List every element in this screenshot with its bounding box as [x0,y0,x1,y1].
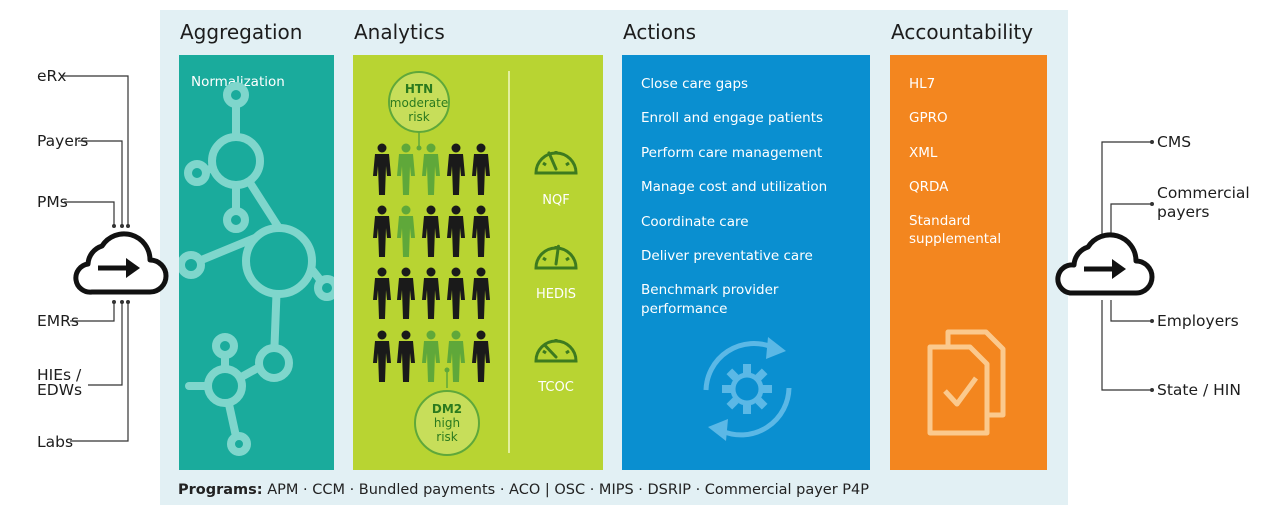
accountability-column: HL7 GPRO XML QRDA Standard supplemental [890,55,1047,470]
person-icon [472,267,490,319]
analytics-title: Analytics [354,20,445,44]
person-icon [472,205,490,257]
person-icon [373,205,391,257]
dm2-line2: risk [436,430,458,444]
normalization-label: Normalization [191,74,285,90]
network-nodes-icon [179,82,334,456]
gauge-icon [534,244,578,270]
source-erx: eRx [37,67,67,85]
gear-tooth [726,368,739,381]
gear-tooth [755,397,768,410]
action-item: Close care gaps [641,76,749,92]
person-icon [447,267,465,319]
source-labs: Labs [37,433,74,451]
action-item: Coordinate care [641,214,749,230]
gauge-icon [534,151,578,175]
person-icon [397,143,415,195]
source-emrs: EMRs [37,312,80,330]
person-icon [447,205,465,257]
person-icon [422,330,440,382]
gear-tooth [763,385,772,393]
source-payers: Payers [37,132,89,150]
htn-line1: moderate [389,96,449,110]
destination-state-hin: State / HIN [1157,381,1241,399]
action-item: performance [641,301,728,317]
destination-commercial: Commercial [1157,184,1250,202]
action-item: Benchmark provider [641,282,779,298]
action-item: Enroll and engage patients [641,110,824,126]
person-icon [373,330,391,382]
cloud-arrow-icon [73,231,169,295]
actions-title: Actions [623,20,697,44]
programs-list: APM · CCM · Bundled payments · ACO | OSC… [262,482,869,498]
source-hies-edws: HIEs / EDWs [37,367,83,399]
analytics-column: HTN moderate risk DM2 high risk NQF HEDI… [353,55,603,470]
programs-label: Programs: [178,482,263,498]
person-icon [422,267,440,319]
dm2-line1: high [433,416,461,430]
gauge-label-tcoc: TCOC [538,380,574,395]
aggregation-column: Normalization [179,55,334,470]
gauge-label-hedis: HEDIS [535,287,577,302]
action-item: Deliver preventative care [641,248,813,264]
htn-risk-label: HTN moderate risk [389,82,449,124]
standard-item: Standard [909,213,971,229]
standard-item: GPRO [909,110,948,126]
destination-cms: CMS [1157,133,1192,151]
analytics-graphic [373,71,578,456]
dm2-risk-circle [414,390,480,456]
action-item: Perform care management [641,145,823,161]
person-icon [447,330,465,382]
accountability-title: Accountability [891,20,1034,44]
source-edws: EDWs [37,381,83,399]
destination-commercial-payers: Commercial payers [1157,184,1250,222]
dm2-risk-label: DM2 high risk [417,402,477,444]
person-icon [397,205,415,257]
document-check-icon [927,329,1006,436]
person-icon [397,267,415,319]
gear-tooth [743,405,751,414]
gear-cycle-icon [703,337,792,441]
person-icon [472,330,490,382]
standard-item: QRDA [909,179,949,195]
gear-tooth [726,397,739,410]
htn-code: HTN [404,82,434,96]
gear-tooth [755,368,768,381]
gauge-label-nqf: NQF [542,193,570,208]
person-icon [373,267,391,319]
person-icon [397,330,415,382]
person-icon [422,143,440,195]
actions-column: Close care gaps Enroll and engage patien… [622,55,870,470]
action-item: Manage cost and utilization [641,179,828,195]
cloud-arrow-icon [1055,232,1155,296]
gear-tooth [722,385,731,393]
person-icon [447,143,465,195]
person-icon [373,143,391,195]
gauge-icon [534,339,578,363]
person-icon [472,143,490,195]
dm2-code: DM2 [431,402,463,416]
programs-footer: Programs: APM · CCM · Bundled payments ·… [178,482,869,498]
destination-payers: payers [1157,203,1210,221]
source-pms: PMs [37,193,68,211]
standard-item: supplemental [909,231,1002,247]
gear-tooth [743,364,751,373]
standard-item: HL7 [909,76,936,92]
person-icon [422,205,440,257]
standard-item: XML [909,145,938,161]
destination-employers: Employers [1157,312,1239,330]
htn-risk-circle [388,71,450,133]
htn-line2: risk [408,110,430,124]
aggregation-title: Aggregation [180,20,303,44]
